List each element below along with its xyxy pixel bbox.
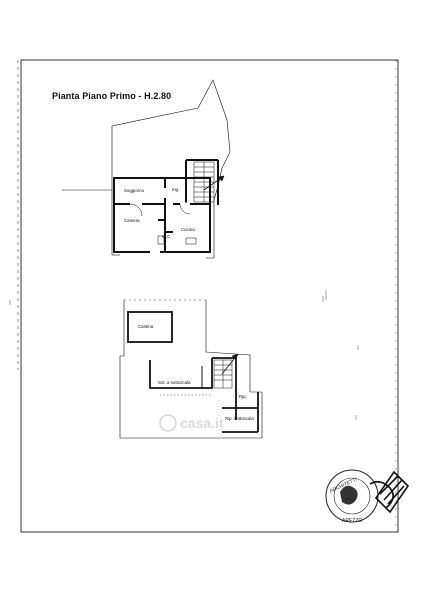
upper-floor-plan [62, 79, 231, 259]
room-wc: W.C. [162, 234, 172, 239]
lower-room-labels: Cantina Sot. a sottoscala Rip. Rip. sott… [138, 324, 254, 421]
staircase-lower [213, 353, 239, 389]
upper-room-labels: Soggiorno Ing. Camera Cucina W.C. [124, 187, 195, 239]
room-cucina: Cucina [181, 227, 195, 232]
staircase-upper [193, 161, 225, 203]
architect-stamp: ARCHITETTI AREZZO [325, 469, 379, 524]
building-walls-lower [127, 311, 259, 433]
stamp-text-bottom: AREZZO [342, 518, 362, 524]
room-rip: Rip. [239, 394, 247, 399]
watermark: casa.it [159, 414, 224, 432]
room-soggiorno: Soggiorno [124, 188, 145, 193]
room-camera: Camera [124, 218, 140, 223]
room-ingresso: Ing. [172, 187, 179, 192]
room-rip-sottoscala: Rip. sottoscala [225, 416, 254, 421]
lower-floor-plan [119, 299, 263, 439]
signature [369, 470, 410, 514]
lot-outline-lower [119, 300, 263, 439]
scan-noise [9, 290, 359, 420]
lot-outline-upper [111, 79, 231, 259]
watermark-text: casa.it [180, 415, 224, 431]
page-title: Pianta Piano Primo - H.2.80 [52, 91, 172, 101]
room-sottoscala: Sot. a sottoscala [158, 380, 191, 385]
sheet-frame [17, 59, 399, 533]
room-cantina: Cantina [138, 324, 154, 329]
